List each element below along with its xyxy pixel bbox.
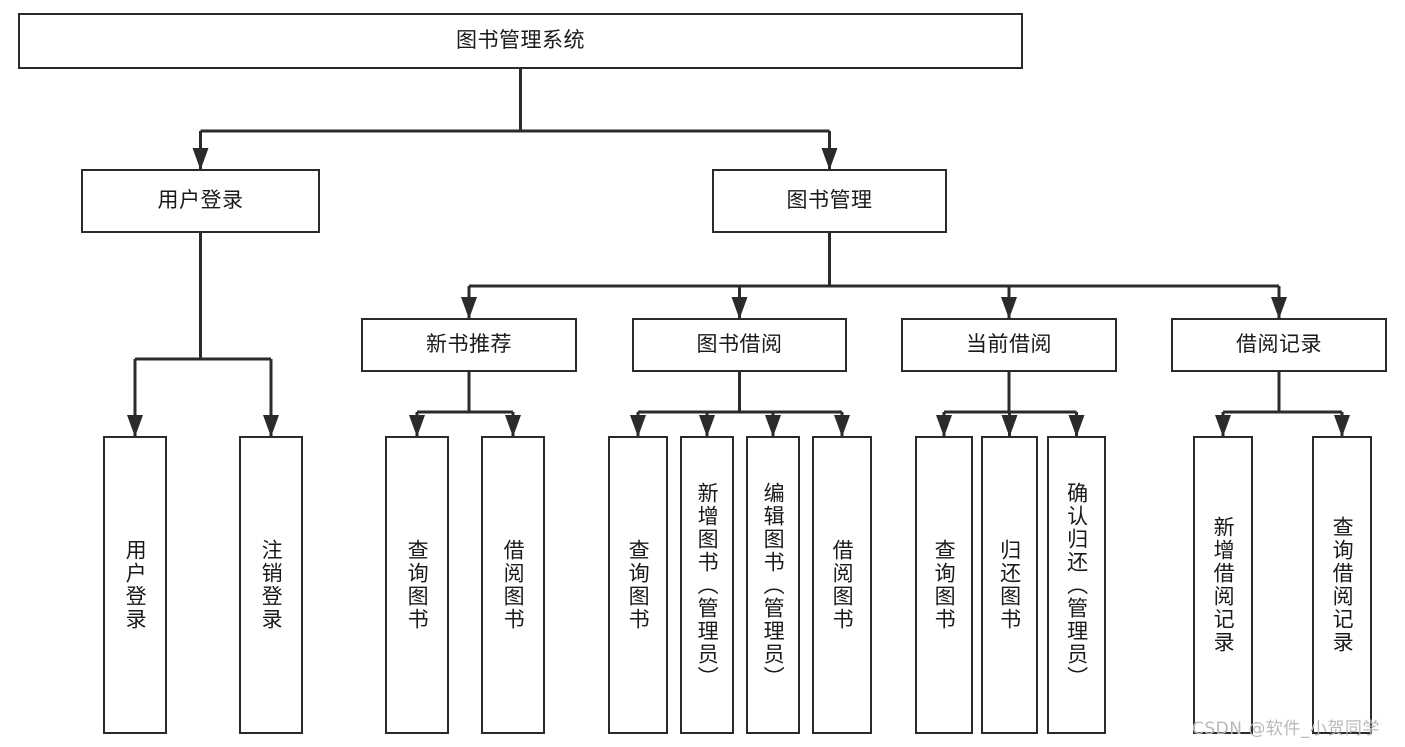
node-label: 查询图书 (405, 539, 430, 631)
node-q2[interactable]: 查询图书 (608, 436, 668, 734)
node-userlogin[interactable]: 用户登录 (103, 436, 167, 734)
node-label: 借阅图书 (501, 539, 526, 631)
node-label: 借阅记录 (1236, 332, 1322, 357)
node-label: 用户登录 (123, 539, 148, 631)
node-userlogout[interactable]: 注销登录 (239, 436, 303, 734)
node-returnbook[interactable]: 归还图书 (981, 436, 1038, 734)
node-q3[interactable]: 查询图书 (915, 436, 973, 734)
node-label: 新增借阅记录 (1211, 516, 1236, 654)
node-label: 查询图书 (626, 539, 651, 631)
node-label: 查询图书 (932, 539, 957, 631)
node-borrow[interactable]: 图书借阅 (632, 318, 847, 372)
node-label: 用户登录 (157, 188, 244, 213)
node-confirm[interactable]: 确认归还（管理员） (1047, 436, 1106, 734)
node-current[interactable]: 当前借阅 (901, 318, 1117, 372)
node-records[interactable]: 借阅记录 (1171, 318, 1387, 372)
node-label: 当前借阅 (966, 332, 1052, 357)
node-label: 新增图书（管理员） (695, 481, 720, 689)
node-label: 新书推荐 (426, 332, 512, 357)
node-b2[interactable]: 借阅图书 (812, 436, 872, 734)
node-q1[interactable]: 查询图书 (385, 436, 449, 734)
node-qrec[interactable]: 查询借阅记录 (1312, 436, 1372, 734)
node-bookmgmt[interactable]: 图书管理 (712, 169, 947, 233)
node-label: 图书借阅 (696, 332, 783, 357)
node-label: 图书管理系统 (456, 28, 585, 53)
node-label: 归还图书 (997, 539, 1022, 631)
node-label: 借阅图书 (830, 539, 855, 631)
watermark-label: CSDN @软件_小贺同学 (1192, 719, 1380, 739)
node-login[interactable]: 用户登录 (81, 169, 320, 233)
node-editbook[interactable]: 编辑图书（管理员） (746, 436, 800, 734)
node-label: 确认归还（管理员） (1064, 481, 1089, 689)
node-label: 查询借阅记录 (1330, 516, 1355, 654)
node-newbook[interactable]: 新书推荐 (361, 318, 577, 372)
node-addbook[interactable]: 新增图书（管理员） (680, 436, 734, 734)
node-label: 注销登录 (259, 539, 284, 631)
node-root[interactable]: 图书管理系统 (18, 13, 1023, 69)
node-b1[interactable]: 借阅图书 (481, 436, 545, 734)
node-label: 图书管理 (786, 188, 873, 213)
node-label: 编辑图书（管理员） (761, 481, 786, 689)
node-addrec[interactable]: 新增借阅记录 (1193, 436, 1253, 734)
